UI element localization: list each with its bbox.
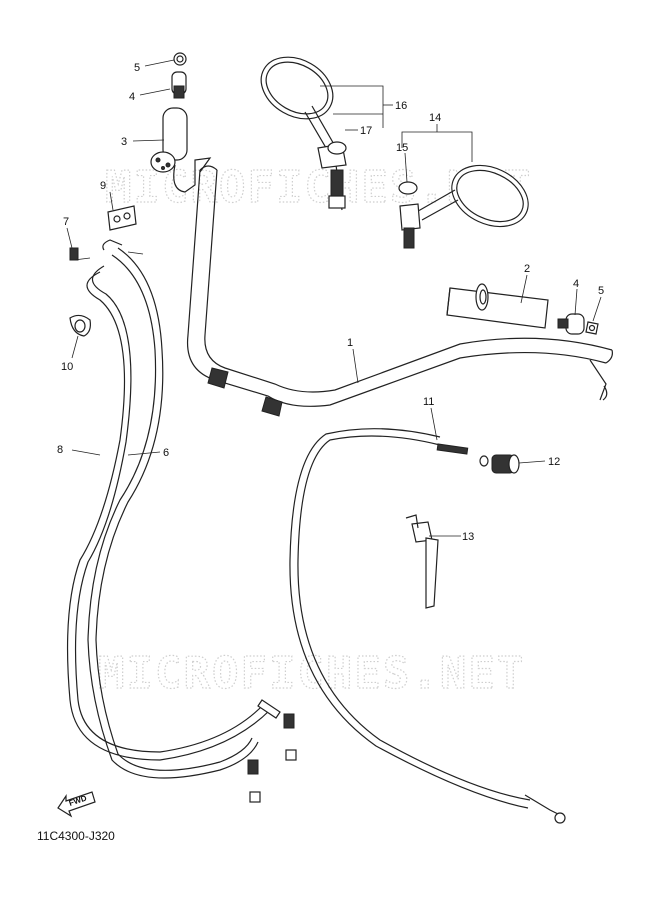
screw-right: [585, 321, 599, 335]
throttle-cable-8: [66, 265, 297, 761]
cable-11: [289, 428, 566, 824]
mirror-cap-left: [327, 141, 347, 155]
bolt: [69, 247, 91, 261]
callout-6: 6: [163, 447, 169, 459]
callout-15: 15: [396, 142, 408, 154]
cable-tie: [405, 514, 439, 609]
callout-4-right: 4: [573, 278, 579, 290]
leader-lines: [66, 59, 602, 537]
mirror-cap-right: [398, 181, 418, 195]
mirror-left: [260, 56, 347, 211]
handlebar-knurl-left: [207, 367, 283, 417]
callouts: 5 4 3 9 7 10 8 6 1 2 4 5 11 12 13 14 15 …: [57, 62, 604, 543]
callout-1: 1: [347, 337, 353, 349]
callout-2: 2: [524, 263, 530, 275]
callout-14: 14: [429, 112, 441, 124]
throttle-cable-6: [87, 239, 261, 803]
fwd-arrow: FWD: [57, 791, 96, 818]
cable-adjuster: [479, 454, 520, 474]
callout-13: 13: [462, 531, 474, 543]
callout-7: 7: [63, 216, 69, 228]
clamp: [69, 314, 91, 337]
callout-4: 4: [129, 91, 135, 103]
callout-17: 17: [360, 125, 372, 137]
callout-9: 9: [100, 180, 106, 192]
mirror-right: [399, 164, 529, 249]
bar-end-weight-left: [171, 71, 187, 99]
cable-guide: [107, 205, 137, 231]
screw-left: [173, 52, 187, 66]
callout-12: 12: [548, 456, 560, 468]
grip-left-throttle: [150, 107, 212, 193]
callout-3: 3: [121, 136, 127, 148]
callout-11: 11: [423, 396, 434, 408]
grip-right: [446, 283, 549, 329]
handlebar: [186, 165, 613, 417]
callout-8: 8: [57, 444, 63, 456]
callout-16: 16: [395, 100, 407, 112]
callout-5-right: 5: [598, 285, 604, 297]
callout-10: 10: [61, 361, 73, 373]
bar-end-weight-right: [557, 313, 585, 335]
callout-5: 5: [134, 62, 140, 74]
watermark-bottom: MICROFICHES.NET: [98, 648, 525, 699]
diagram-code: 11C4300-J320: [37, 829, 115, 843]
